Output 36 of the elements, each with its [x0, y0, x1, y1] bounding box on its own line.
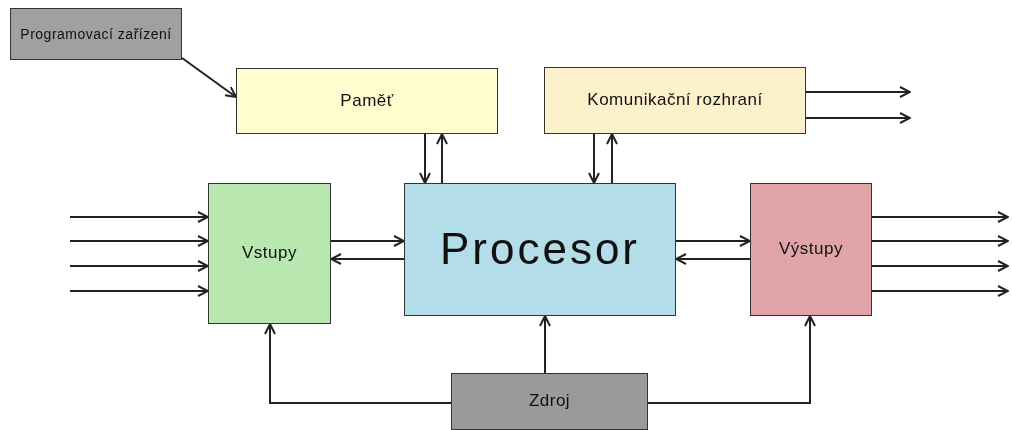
- arrow: [871, 285, 1009, 297]
- arrow: [69, 211, 209, 223]
- block-box: [544, 67, 806, 134]
- arrow: [871, 211, 1009, 223]
- arrow: [436, 133, 448, 184]
- arrow: [330, 253, 405, 265]
- arrow: [330, 235, 405, 247]
- arrow: [69, 260, 209, 272]
- block-box: [451, 373, 648, 430]
- arrow: [805, 86, 911, 98]
- box-label: Zdroj: [528, 391, 571, 412]
- box-label: Programovací zařízení: [20, 25, 172, 43]
- arrow: [419, 133, 431, 184]
- arrow: [675, 235, 751, 247]
- box-label: Vstupy: [242, 243, 297, 264]
- arrow: [606, 133, 618, 184]
- arrow: [675, 253, 751, 265]
- arrow: [69, 235, 209, 247]
- box-label: Komunikační rozhraní: [587, 90, 763, 111]
- block-box: [236, 68, 498, 134]
- box-label: Procesor: [439, 223, 641, 276]
- arrow: [805, 112, 911, 124]
- block-box: [208, 183, 331, 324]
- block-box: [10, 8, 182, 60]
- arrow: [871, 235, 1009, 247]
- arrow: [539, 315, 551, 374]
- box-label: Výstupy: [779, 239, 843, 260]
- box-label: Paměť: [340, 90, 394, 112]
- arrow: [871, 260, 1009, 272]
- arrow: [264, 323, 452, 404]
- arrow: [69, 285, 209, 297]
- block-box: [750, 183, 872, 316]
- arrow: [647, 315, 816, 404]
- arrow: [181, 57, 237, 98]
- block-box: [404, 183, 676, 316]
- arrow: [588, 133, 600, 184]
